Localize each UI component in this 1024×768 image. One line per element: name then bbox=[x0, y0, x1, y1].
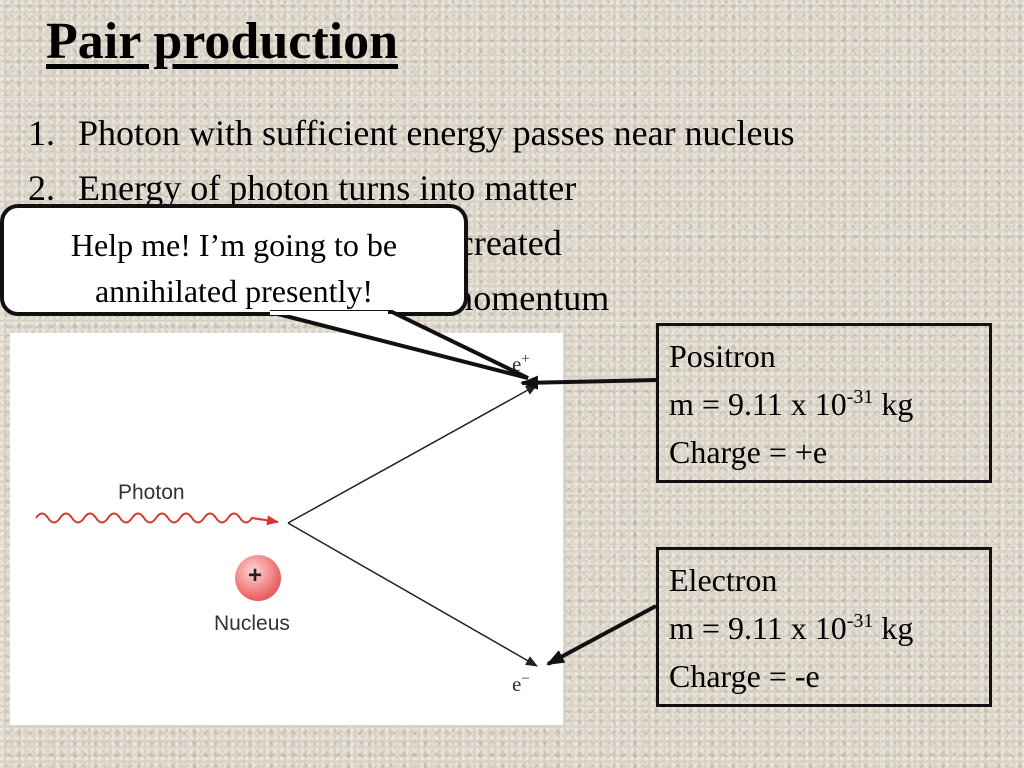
bullet-number: 1. bbox=[28, 113, 55, 153]
positron-symbol-sup: + bbox=[521, 351, 530, 367]
positron-mass: m = 9.11 x 10-31 kg bbox=[669, 380, 989, 428]
electron-symbol-letter: e bbox=[512, 672, 522, 696]
electron-symbol-sup: − bbox=[521, 671, 530, 687]
electron-symbol: e− bbox=[512, 671, 530, 697]
bullet-text: Energy of photon turns into matter bbox=[78, 168, 577, 208]
electron-name: Electron bbox=[669, 562, 778, 598]
callout-line: Help me! I’m going to be bbox=[70, 227, 398, 263]
electron-mass-unit: kg bbox=[881, 610, 914, 646]
tile-line bbox=[880, 0, 881, 768]
speech-callout: Help me! I’m going to be annihilated pre… bbox=[0, 204, 468, 316]
nucleus-icon bbox=[235, 555, 281, 601]
positron-name: Positron bbox=[669, 338, 776, 374]
electron-charge: Charge = -e bbox=[669, 658, 820, 694]
callout-line: annihilated presently! bbox=[94, 273, 374, 309]
electron-mass-exponent: -31 bbox=[846, 610, 874, 632]
nucleus-label: Nucleus bbox=[214, 612, 290, 635]
electron-mass: m = 9.11 x 10-31 kg bbox=[669, 604, 989, 652]
bullet-item: 2. Energy of photon turns into matter bbox=[28, 161, 795, 216]
positron-charge: Charge = +e bbox=[669, 434, 828, 470]
bullet-number: 2. bbox=[28, 168, 55, 208]
photon-wave bbox=[35, 512, 279, 526]
nucleus-plus-icon: + bbox=[248, 562, 263, 589]
diagram-graphic bbox=[35, 384, 538, 667]
tile-line bbox=[0, 96, 1024, 97]
pair-production-diagram: Photon + Nucleus e+ e− bbox=[10, 333, 563, 725]
positron-info-box: Positron m = 9.11 x 10-31 kg Charge = +e bbox=[656, 323, 992, 483]
positron-mass-prefix: m = 9.11 x 10 bbox=[669, 386, 847, 422]
slide-title: Pair production bbox=[46, 13, 399, 70]
positron-symbol: e+ bbox=[512, 351, 530, 377]
positron-mass-unit: kg bbox=[881, 386, 914, 422]
electron-track bbox=[287, 522, 538, 667]
photon-label: Photon bbox=[118, 481, 185, 504]
electron-pointer-arrow bbox=[546, 604, 657, 666]
positron-track bbox=[287, 384, 538, 524]
electron-mass-prefix: m = 9.11 x 10 bbox=[669, 610, 847, 646]
electron-info-box: Electron m = 9.11 x 10-31 kg Charge = -e bbox=[656, 547, 992, 707]
positron-mass-exponent: -31 bbox=[846, 386, 874, 408]
bullet-text: Photon with sufficient energy passes nea… bbox=[78, 113, 795, 153]
positron-symbol-letter: e bbox=[512, 352, 522, 376]
bullet-item: 1. Photon with sufficient energy passes n… bbox=[28, 106, 795, 161]
